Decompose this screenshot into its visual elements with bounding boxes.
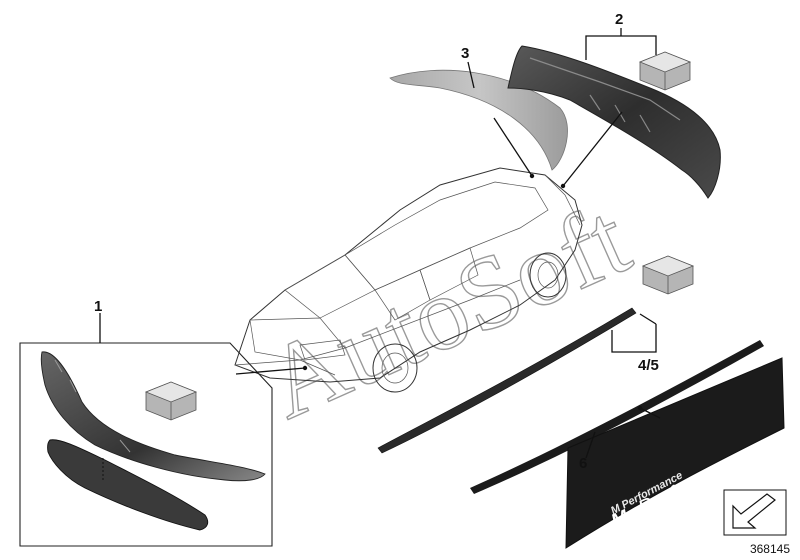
leader-lines bbox=[99, 28, 661, 459]
part-1-inset-frame bbox=[19, 342, 273, 547]
part-1-inset bbox=[19, 342, 273, 547]
leader-6-to-decal bbox=[639, 407, 661, 419]
direction-arrow-icon bbox=[723, 489, 787, 536]
leader-4-5-bracket bbox=[611, 324, 657, 353]
parts-box-icon-2 bbox=[638, 51, 692, 91]
front-splitter-details bbox=[54, 359, 131, 453]
diagram-number: 368145 bbox=[749, 542, 790, 556]
decal-thin-strip bbox=[470, 340, 764, 494]
leader-2-to-car bbox=[562, 111, 623, 187]
watermark: AutoSoft bbox=[249, 180, 646, 442]
part-6-side-decal: M Performance M Performance bbox=[470, 340, 785, 549]
leader-6 bbox=[585, 431, 596, 459]
callout-4-5: 4/5 bbox=[638, 357, 659, 374]
front-splitter-lower bbox=[47, 439, 209, 531]
car-rear-line bbox=[544, 174, 581, 226]
car-headlight bbox=[299, 339, 346, 361]
parts-box-icon-1 bbox=[144, 381, 198, 421]
car-window-rear bbox=[419, 247, 479, 301]
rear-diffuser-highlight bbox=[529, 57, 681, 121]
car-door-line bbox=[344, 279, 521, 349]
callout-2: 2 bbox=[615, 11, 623, 28]
leader-1-to-car bbox=[235, 367, 306, 375]
side-strip-shape bbox=[377, 307, 637, 454]
decal-large-strip bbox=[565, 357, 785, 549]
watermark-text: AutoSoft bbox=[250, 181, 645, 441]
leader-3-to-car bbox=[493, 117, 533, 177]
parts-box-icon-4-5 bbox=[641, 255, 695, 295]
car-windshield bbox=[284, 254, 376, 319]
callout-3: 3 bbox=[461, 45, 469, 62]
car-rear-wheel-rim bbox=[537, 261, 559, 289]
leader-2-bracket bbox=[585, 35, 657, 60]
rear-spoiler-shape bbox=[389, 69, 568, 171]
part-3-rear-spoiler bbox=[389, 69, 568, 171]
callout-1: 1 bbox=[94, 298, 102, 315]
car-hood bbox=[249, 317, 346, 361]
car-front-bumper bbox=[234, 359, 336, 376]
car-front-wheel-rim bbox=[381, 352, 409, 384]
part-4-5-side-strip bbox=[377, 307, 637, 454]
front-splitter-upper bbox=[40, 351, 266, 482]
car-front-wheel bbox=[372, 343, 418, 393]
callout-6: 6 bbox=[579, 455, 587, 472]
vehicle-outline bbox=[234, 167, 583, 393]
car-rear-wheel bbox=[529, 252, 567, 298]
leader-3 bbox=[467, 61, 475, 89]
leader-4-5-to-strip bbox=[639, 313, 657, 325]
